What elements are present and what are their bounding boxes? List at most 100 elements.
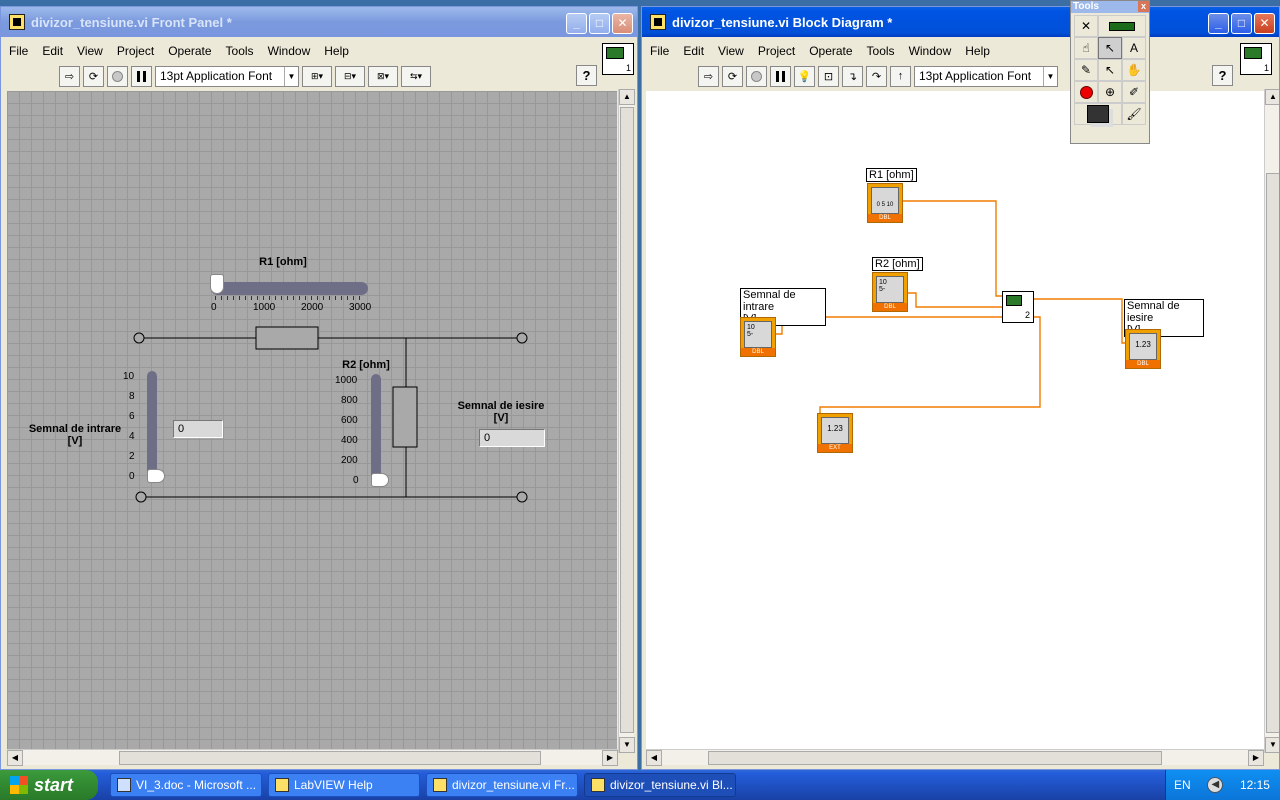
scroll-down-arrow-icon[interactable]: ▼ (619, 737, 635, 753)
menu-operate[interactable]: Operate (168, 44, 212, 58)
reorder-button[interactable]: ⇆▾ (401, 65, 431, 87)
get-color-dropper-icon[interactable]: ✐ (1122, 81, 1146, 103)
vi-connector-icon[interactable]: 1 (1240, 43, 1272, 75)
taskbar-item-word-doc[interactable]: VI_3.doc - Microsoft ... (110, 773, 262, 797)
input-slider-thumb[interactable] (147, 469, 165, 483)
run-continuously-icon[interactable]: ⟳ (722, 65, 743, 87)
r2-control-terminal[interactable]: 10 5- DBL (872, 272, 908, 312)
scroll-left-arrow-icon[interactable]: ◀ (646, 750, 662, 766)
menu-edit[interactable]: Edit (42, 44, 64, 58)
scroll-thumb[interactable] (119, 751, 541, 765)
resize-objects-button[interactable]: ⊠▾ (368, 65, 398, 87)
abort-icon[interactable] (107, 65, 128, 87)
r1-slider-track[interactable] (211, 282, 368, 295)
input-slider-track[interactable] (147, 371, 157, 481)
scroll-thumb[interactable] (620, 107, 634, 733)
scroll-window-hand-icon[interactable]: ✋ (1122, 59, 1146, 81)
menu-view[interactable]: View (718, 44, 744, 58)
connect-wire-spool-icon[interactable]: ✎ (1074, 59, 1098, 81)
r1-slider-thumb[interactable] (210, 274, 224, 294)
menu-file[interactable]: File (650, 44, 670, 58)
retain-wire-values-icon[interactable]: ⊡ (818, 65, 839, 87)
taskbar-item-front-panel[interactable]: divizor_tensiune.vi Fr... (426, 773, 578, 797)
step-out-icon[interactable]: ↑ (890, 65, 911, 87)
input-numeric-display[interactable]: 0 (173, 420, 223, 438)
volume-icon[interactable]: ◀ (1207, 777, 1224, 793)
front-panel-titlebar[interactable]: divizor_tensiune.vi Front Panel * _ □ ✕ (1, 7, 637, 37)
scroll-left-arrow-icon[interactable]: ◀ (7, 750, 23, 766)
menu-tools[interactable]: Tools (225, 44, 254, 58)
minimize-button[interactable]: _ (1208, 13, 1229, 34)
menu-help[interactable]: Help (965, 44, 990, 58)
front-panel-canvas[interactable]: R1 [ohm] 0 1000 2000 3000 Semnal de intr… (7, 91, 617, 753)
taskbar-item-block-diagram[interactable]: divizor_tensiune.vi Bl... (584, 773, 736, 797)
minimize-button[interactable]: _ (566, 13, 587, 34)
block-diagram-horizontal-scrollbar[interactable]: ◀ ▶ (646, 749, 1264, 766)
step-into-icon[interactable]: ↴ (842, 65, 863, 87)
probe-data-icon[interactable]: ⊕ (1098, 81, 1122, 103)
font-selector[interactable]: 13pt Application Font▼ (914, 65, 1058, 87)
menu-view[interactable]: View (77, 44, 103, 58)
close-button[interactable]: ✕ (612, 13, 633, 34)
scroll-right-arrow-icon[interactable]: ▶ (602, 750, 618, 766)
menu-operate[interactable]: Operate (809, 44, 853, 58)
menu-window[interactable]: Window (267, 44, 311, 58)
block-diagram-titlebar[interactable]: divizor_tensiune.vi Block Diagram * _ □ … (642, 7, 1279, 37)
font-selector[interactable]: 13pt Application Font▼ (155, 65, 299, 87)
r2-slider-track[interactable] (371, 374, 381, 484)
breakpoint-icon[interactable] (1074, 81, 1098, 103)
menu-edit[interactable]: Edit (683, 44, 705, 58)
automatic-tool-selection-icon[interactable]: ✕ (1074, 15, 1098, 37)
maximize-button[interactable]: □ (1231, 13, 1252, 34)
run-continuously-icon[interactable]: ⟳ (83, 65, 104, 87)
front-panel-vertical-scrollbar[interactable]: ▲ ▼ (618, 89, 635, 753)
scroll-up-arrow-icon[interactable]: ▲ (1265, 89, 1279, 105)
output-indicator-terminal[interactable]: 1.23 DBL (1125, 329, 1161, 369)
menu-tools[interactable]: Tools (866, 44, 895, 58)
r2-slider-thumb[interactable] (371, 473, 389, 487)
step-over-icon[interactable]: ↷ (866, 65, 887, 87)
r1-control-terminal[interactable]: 0 5 10 DBL (867, 183, 903, 223)
maximize-button[interactable]: □ (589, 13, 610, 34)
distribute-objects-button[interactable]: ⊟▾ (335, 65, 365, 87)
paint-brush-icon[interactable]: 🖌 (1122, 103, 1146, 125)
menu-window[interactable]: Window (908, 44, 952, 58)
menu-project[interactable]: Project (757, 44, 796, 58)
automatic-tool-led-icon[interactable] (1098, 15, 1146, 37)
pause-icon[interactable] (131, 65, 152, 87)
abort-icon[interactable] (746, 65, 767, 87)
object-shortcut-menu-icon[interactable]: ↖ (1098, 59, 1122, 81)
scroll-right-arrow-icon[interactable]: ▶ (1248, 750, 1264, 766)
highlight-execution-lightbulb-icon[interactable]: 💡 (794, 65, 815, 87)
subvi-node[interactable]: 2 (1002, 291, 1034, 323)
context-help-button[interactable]: ? (576, 65, 597, 86)
align-objects-button[interactable]: ⊞▾ (302, 65, 332, 87)
scroll-down-arrow-icon[interactable]: ▼ (1265, 737, 1279, 753)
block-diagram-vertical-scrollbar[interactable]: ▲ ▼ (1264, 89, 1279, 753)
run-arrow-icon[interactable]: ⇨ (59, 65, 80, 87)
taskbar-item-labview-help[interactable]: LabVIEW Help (268, 773, 420, 797)
language-indicator[interactable]: EN (1174, 778, 1191, 792)
set-color-icon[interactable] (1074, 103, 1122, 125)
context-help-button[interactable]: ? (1212, 65, 1233, 86)
scroll-thumb[interactable] (708, 751, 1162, 765)
run-arrow-icon[interactable]: ⇨ (698, 65, 719, 87)
ext-indicator-terminal[interactable]: 1.23 EXT (817, 413, 853, 453)
menu-project[interactable]: Project (116, 44, 155, 58)
edit-text-icon[interactable]: A (1122, 37, 1146, 59)
block-diagram-canvas[interactable]: R1 [ohm] 0 5 10 DBL R2 [ohm] 10 5- DBL S… (646, 91, 1264, 753)
position-size-select-arrow-icon[interactable]: ↖ (1098, 37, 1122, 59)
front-panel-horizontal-scrollbar[interactable]: ◀ ▶ (7, 749, 618, 766)
close-icon[interactable]: x (1138, 1, 1149, 12)
vi-connector-icon[interactable]: 1 (602, 43, 634, 75)
operate-value-hand-icon[interactable]: ☝ (1074, 37, 1098, 59)
menu-file[interactable]: File (9, 44, 29, 58)
menu-help[interactable]: Help (324, 44, 349, 58)
scroll-thumb[interactable] (1266, 173, 1279, 733)
pause-icon[interactable] (770, 65, 791, 87)
start-button[interactable]: start (0, 770, 98, 800)
input-control-terminal[interactable]: 10 5- DBL (740, 317, 776, 357)
close-button[interactable]: ✕ (1254, 13, 1275, 34)
scroll-up-arrow-icon[interactable]: ▲ (619, 89, 635, 105)
